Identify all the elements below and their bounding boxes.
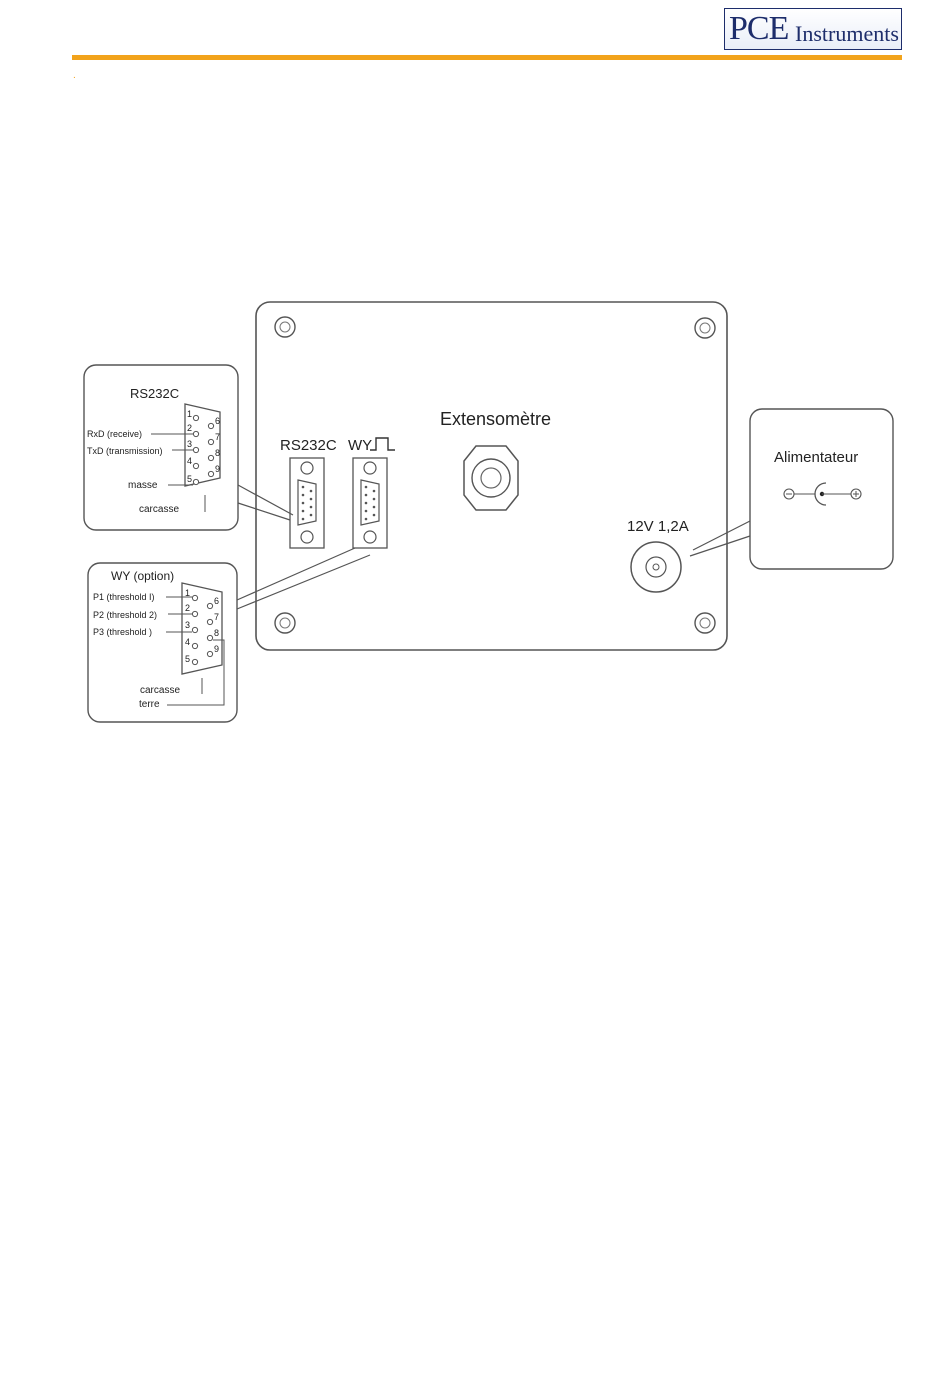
wy-pin-9: 9 <box>214 644 219 654</box>
rs232c-masse-label: masse <box>128 480 158 491</box>
panel-screw-bottom-right <box>695 613 715 633</box>
extensometer-gland <box>464 446 518 510</box>
rs232c-pin-2: 2 <box>187 423 192 433</box>
rs232c-pin-3: 3 <box>187 439 192 449</box>
panel-screw-top-left <box>275 317 295 337</box>
power-supply-callout <box>750 409 893 569</box>
rs232c-pin-5: 5 <box>187 474 192 484</box>
rs232c-port-label: RS232C <box>280 437 337 454</box>
wy-pin-5: 5 <box>185 654 190 664</box>
wy-terre-label: terre <box>139 699 160 710</box>
rs232c-callout-title: RS232C <box>130 386 179 401</box>
power-jack-label: 12V 1,2A <box>627 518 689 535</box>
wy-carcasse-label: carcasse <box>140 685 180 696</box>
wy-pin-3: 3 <box>185 620 190 630</box>
extensometer-label: Extensomètre <box>440 409 551 429</box>
wy-pin-8: 8 <box>214 628 219 638</box>
wy-port-label: WY <box>348 437 372 454</box>
rs232c-pin-1: 1 <box>187 409 192 419</box>
rs232c-pin-7: 7 <box>215 432 220 442</box>
wy-pin-4: 4 <box>185 637 190 647</box>
rs232c-pin-8: 8 <box>215 448 220 458</box>
wy-callout-title: WY (option) <box>111 569 174 583</box>
panel-screw-bottom-left <box>275 613 295 633</box>
wy-pin-6: 6 <box>214 596 219 606</box>
rs232c-pin-4: 4 <box>187 456 192 466</box>
panel-screw-top-right <box>695 318 715 338</box>
rs232c-rxd-label: RxD (receive) <box>87 429 142 439</box>
wy-port <box>353 458 387 548</box>
wy-p1-label: P1 (threshold I) <box>93 592 155 602</box>
wy-pin-7: 7 <box>214 612 219 622</box>
rs232c-pin-6: 6 <box>215 416 220 426</box>
rs232c-carcasse-label: carcasse <box>139 504 179 515</box>
rs232c-port <box>290 458 324 548</box>
power-supply-title: Alimentateur <box>774 449 858 466</box>
wy-p2-label: P2 (threshold 2) <box>93 610 157 620</box>
rs232c-pin-9: 9 <box>215 464 220 474</box>
wy-pin-2: 2 <box>185 603 190 613</box>
power-jack <box>631 542 681 592</box>
wy-p3-label: P3 (threshold ) <box>93 627 152 637</box>
rs232c-txd-label: TxD (transmission) <box>87 446 163 456</box>
